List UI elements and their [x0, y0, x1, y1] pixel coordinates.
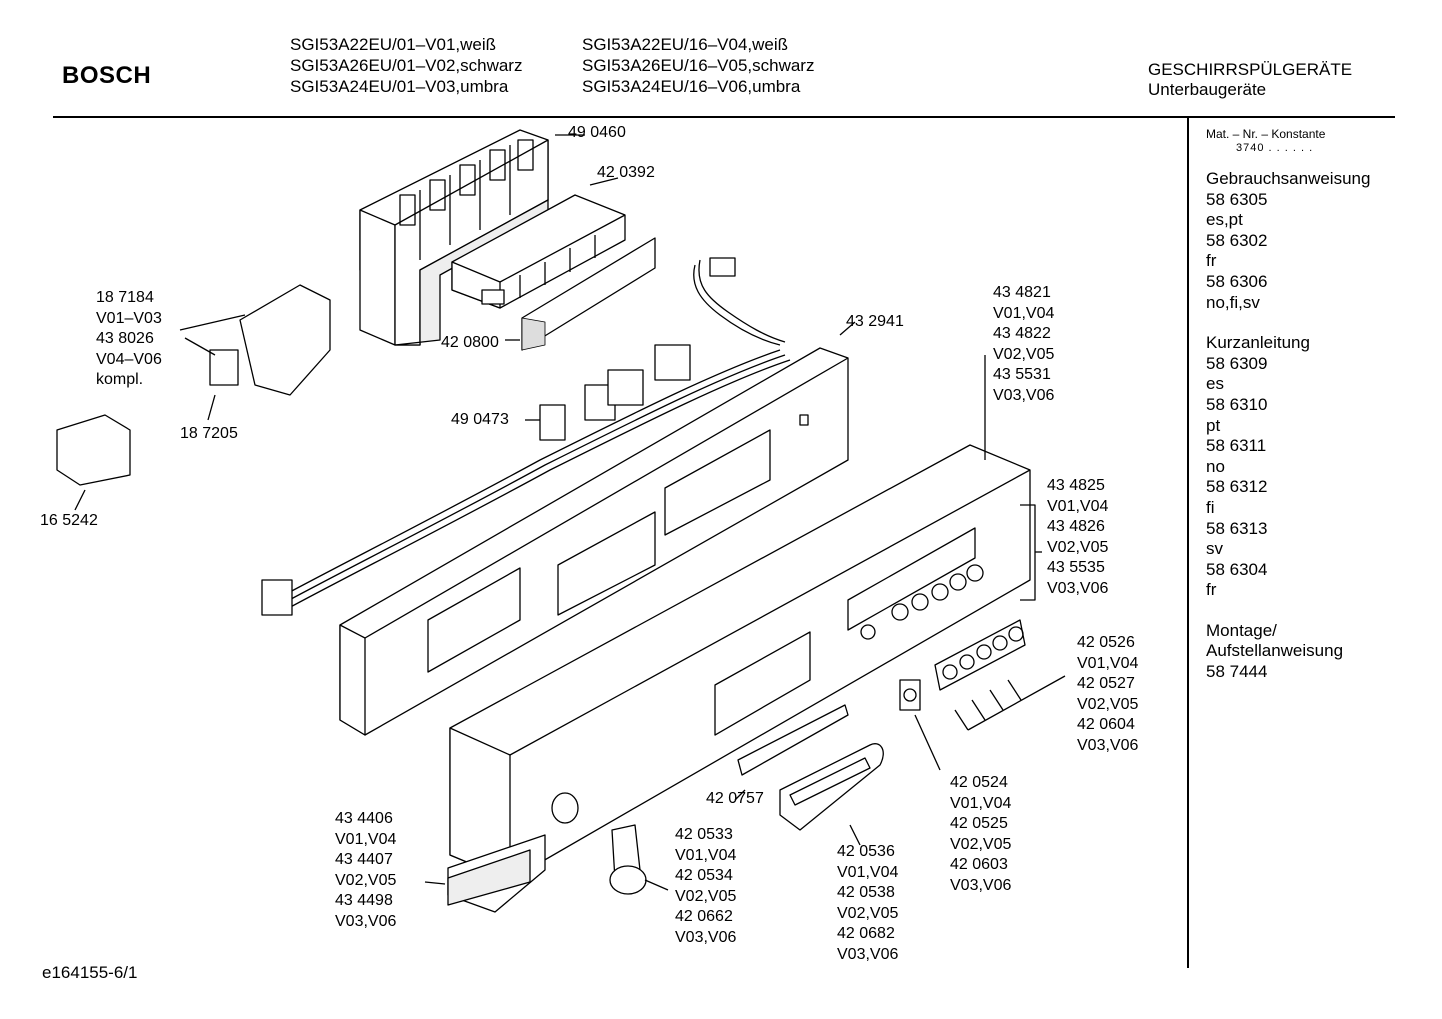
doc-line: Aufstellanweisung — [1206, 641, 1344, 661]
doc-line: fr — [1206, 580, 1217, 600]
model-line: SGI53A24EU/16–V06,umbra — [582, 77, 801, 96]
doc-line: pt — [1206, 415, 1221, 435]
doc-line: es,pt — [1206, 210, 1243, 230]
doc-line: sv — [1206, 539, 1223, 559]
part-label: 42 0392 — [597, 164, 655, 181]
brand-logo: BOSCH — [62, 62, 152, 89]
sidebar: Mat. – Nr. – Konstante 3740 . . . . . . … — [1206, 127, 1370, 683]
part-label: 42 0757 — [706, 790, 764, 807]
doc-line: 58 6313 — [1206, 518, 1268, 538]
relay-drawing — [179, 284, 331, 421]
bracket-drawing — [56, 414, 131, 511]
doc-line: no,fi,sv — [1206, 292, 1260, 312]
mat-value: 3740 . . . . . . — [1236, 142, 1314, 154]
sidebar-divider — [1187, 118, 1189, 968]
category-title: GESCHIRRSPÜLGERÄTE — [1148, 60, 1353, 79]
model-line: SGI53A26EU/16–V05,schwarz — [582, 56, 815, 75]
category-block: GESCHIRRSPÜLGERÄTE Unterbaugeräte — [1148, 60, 1352, 100]
button-row-drawing — [934, 619, 1066, 731]
doc-line: 58 6311 — [1206, 436, 1267, 456]
front-base-drawing — [424, 834, 546, 913]
rocker-drawing — [734, 704, 849, 801]
switch-drawing — [899, 679, 941, 771]
model-line: SGI53A24EU/01–V03,umbra — [290, 77, 509, 96]
main-panel-drawing — [339, 321, 856, 736]
model-line: SGI53A26EU/01–V02,schwarz — [290, 56, 523, 75]
doc-group-title: Gebrauchsanweisung — [1206, 169, 1371, 188]
mat-label: Mat. – Nr. – Konstante — [1206, 127, 1326, 141]
doc-line: fr — [1206, 251, 1217, 271]
model-list-left: SGI53A22EU/01–V01,weiß SGI53A26EU/01–V02… — [290, 34, 522, 97]
button-block-drawing — [451, 177, 626, 309]
model-line: SGI53A22EU/16–V04,weiß — [582, 35, 789, 54]
part-label: 49 0460 — [568, 124, 626, 141]
doc-line: 58 6310 — [1206, 394, 1268, 414]
doc-line: 58 6312 — [1206, 477, 1268, 497]
doc-line: 58 6302 — [1206, 230, 1268, 250]
drawing-code: e164155-6/1 — [42, 963, 138, 982]
model-line: SGI53A22EU/01–V01,weiß — [290, 35, 497, 54]
cable-harness-drawing — [261, 257, 791, 616]
doc-line: 58 6305 — [1206, 189, 1268, 209]
doc-group-title: Kurzanleitung — [1206, 333, 1310, 353]
doc-line: fi — [1206, 497, 1215, 517]
doc-line: 58 7444 — [1206, 662, 1268, 682]
handle-drawing — [779, 743, 884, 846]
doc-line: es — [1206, 374, 1224, 394]
knob-drawing — [609, 824, 669, 895]
doc-line: no — [1206, 456, 1225, 476]
doc-group-title: Montage/ — [1206, 620, 1277, 640]
category-subtitle: Unterbaugeräte — [1148, 80, 1267, 99]
part-label: 18 7205 — [180, 425, 238, 442]
part-label: 49 0473 — [451, 411, 509, 428]
doc-line: 58 6304 — [1206, 559, 1268, 579]
part-label: 43 2941 — [846, 313, 904, 330]
part-label: 42 0800 — [441, 334, 499, 351]
display-window-drawing — [505, 237, 656, 351]
model-list-right: SGI53A22EU/16–V04,weiß SGI53A26EU/16–V05… — [582, 34, 814, 97]
doc-line: 58 6306 — [1206, 271, 1268, 291]
doc-line: 58 6309 — [1206, 353, 1268, 373]
header-divider — [53, 116, 1395, 118]
part-label: 16 5242 — [40, 512, 98, 529]
